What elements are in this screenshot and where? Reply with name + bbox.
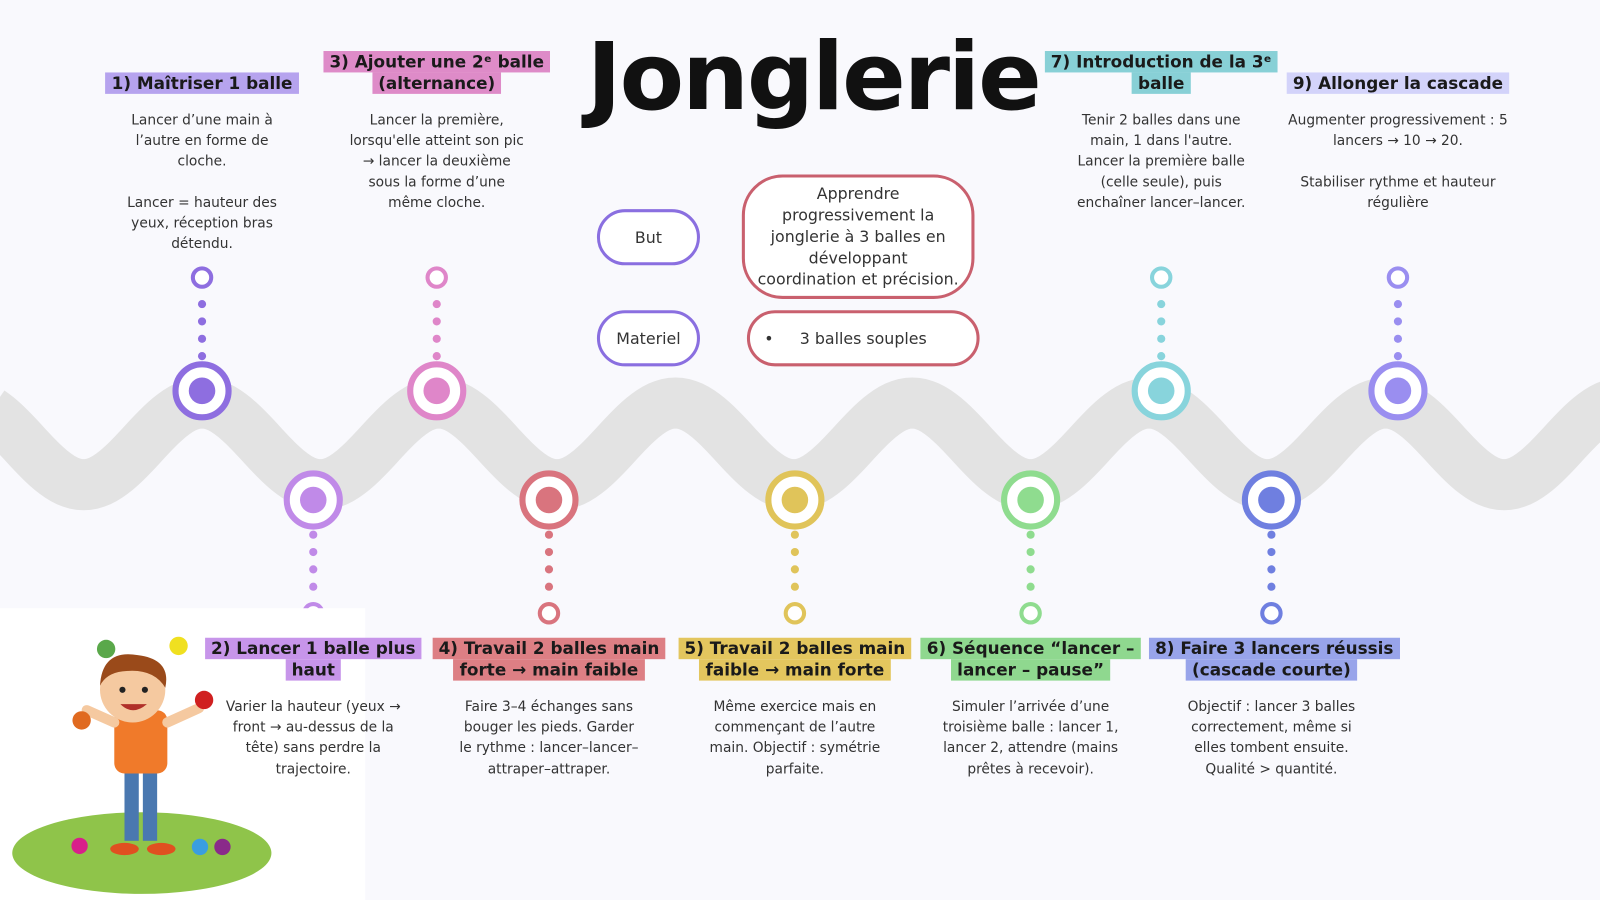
material-item: 3 balles souples (799, 329, 927, 348)
step-4: 4) Travail 2 balles main forte → main fa… (427, 637, 672, 780)
connector-dot (197, 317, 207, 326)
connector-end-ring (190, 266, 214, 289)
milestone-node-center (1147, 377, 1175, 405)
connector-dot (432, 334, 441, 343)
connector-dot (1267, 582, 1276, 591)
connector-end-ring (1149, 266, 1173, 289)
connector-dot (1026, 547, 1035, 557)
connector-dot (544, 582, 554, 591)
milestone-node-center (1017, 486, 1044, 514)
connector-end-ring (1019, 602, 1042, 625)
milestone-node-center (423, 377, 450, 405)
connector-end-ring (783, 602, 807, 625)
connector-dot (790, 582, 799, 591)
connector-dot (790, 565, 799, 574)
connector-dot (1393, 352, 1403, 361)
material-label: Materiel (596, 310, 700, 367)
connector-dot (790, 547, 799, 557)
connector-dot (1026, 582, 1035, 591)
milestone-node-center (299, 486, 327, 514)
connector-dot (197, 352, 207, 361)
milestone-node-center (1384, 377, 1412, 405)
milestone-node-center (535, 486, 563, 514)
goal-label: But (596, 209, 700, 266)
connector-end-ring (1386, 266, 1410, 289)
connector-end-ring (537, 602, 561, 625)
step-title: 3) Ajouter une 2ᵉ balle (alternance) (323, 51, 551, 94)
connector-dot (1267, 547, 1276, 557)
juggling-kid-illustration (0, 608, 366, 900)
connector-dot (544, 565, 554, 574)
connector-dot (197, 334, 207, 343)
connector-dot (1026, 530, 1035, 539)
step-3: 3) Ajouter une 2ᵉ balle (alternance) Lanc… (314, 51, 559, 213)
step-description: Varier la hauteur (yeux → front → au-des… (225, 698, 401, 778)
step-description: Tenir 2 balles dans une main, 1 dans l'a… (1076, 112, 1246, 212)
bullet: • (764, 329, 774, 348)
connector-dot (544, 547, 554, 557)
milestone-node-center (188, 377, 216, 405)
step-title: 6) Séquence “lancer – lancer – pause” (920, 637, 1141, 681)
connector-dot (309, 565, 318, 574)
milestone-node-center (1258, 486, 1285, 514)
connector-dot (1157, 334, 1166, 343)
step-description: Simuler l’arrivée d’une troisième balle … (942, 698, 1119, 778)
connector-dot (1393, 299, 1403, 309)
step-title: 9) Allonger la cascade (1286, 72, 1510, 94)
connector-dot (432, 299, 441, 309)
connector-dot (1267, 530, 1276, 539)
connector-dot (309, 547, 318, 557)
connector-dot (1026, 565, 1035, 574)
connector-dot (309, 530, 318, 539)
material-list: • 3 balles souples (746, 310, 980, 367)
connector-dot (1157, 299, 1166, 309)
connector-dot (790, 530, 799, 539)
step-description: Faire 3–4 échanges sans bouger les pieds… (459, 698, 639, 778)
connector-end-ring (1260, 602, 1283, 625)
connector-dot (1393, 317, 1403, 326)
connector-dot (544, 530, 554, 539)
step-title: 5) Travail 2 balles main faible → main f… (678, 637, 912, 681)
connector-dot (432, 352, 441, 361)
page-title: Jonglerie (586, 22, 1042, 132)
step-8: 8) Faire 3 lancers réussis (cascade cour… (1148, 637, 1400, 780)
connector-dot (1157, 352, 1166, 361)
step-title: 1) Maîtriser 1 balle (105, 72, 299, 94)
step-description: Augmenter progressivement : 5 lancers → … (1288, 112, 1508, 212)
step-6: 6) Séquence “lancer – lancer – pause” Sim… (908, 637, 1153, 780)
step-5: 5) Travail 2 balles main faible → main f… (672, 637, 917, 780)
connector-dot (1267, 565, 1276, 574)
goal-text: Apprendre progressivement la jonglerie à… (741, 174, 975, 299)
step-title: 4) Travail 2 balles main forte → main fa… (432, 637, 666, 681)
step-description: Lancer d’une main à l’autre en forme de … (127, 112, 277, 253)
connector-dot (1157, 317, 1166, 326)
step-description: Même exercice mais en commençant de l’au… (709, 698, 881, 778)
step-title: 8) Faire 3 lancers réussis (cascade cour… (1148, 637, 1400, 681)
connector-dot (197, 299, 207, 309)
step-description: Objectif : lancer 3 balles correctement,… (1187, 698, 1356, 778)
connector-dot (432, 317, 441, 326)
connector-dot (309, 582, 318, 591)
step-title: 7) Introduction de la 3ᵉ balle (1044, 51, 1278, 94)
step-title: 2) Lancer 1 balle plus haut (204, 637, 422, 681)
connector-dot (1393, 334, 1403, 343)
connector-end-ring (425, 266, 448, 289)
milestone-node-center (781, 486, 809, 514)
step-description: Lancer la première, lorsqu'elle atteint … (349, 112, 524, 212)
